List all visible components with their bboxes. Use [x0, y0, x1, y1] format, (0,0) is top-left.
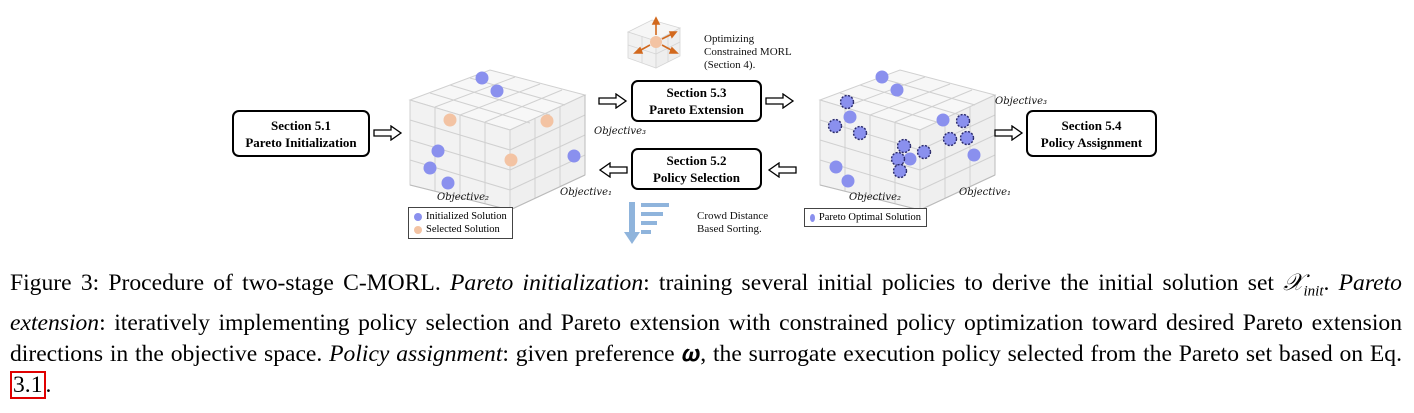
pareto-optimal-point — [827, 118, 843, 134]
initialized-point — [829, 160, 843, 174]
caption-text: : training several initial policies to d… — [643, 270, 1284, 296]
right-axis-objective-1: Objective₁ — [959, 187, 1012, 198]
crowd-distance-note: Crowd Distance Based Sorting. — [697, 210, 768, 236]
pareto-extension-title: Pareto Extension — [649, 102, 744, 117]
pareto-optimal-point — [896, 138, 912, 154]
right-axis-objective-2: Objective₂ — [849, 192, 902, 203]
initialized-point — [431, 144, 445, 158]
initialized-point — [903, 152, 917, 166]
pareto-legend-marker — [810, 213, 815, 222]
policy-selection-box: Section 5.2 Policy Selection — [631, 148, 762, 190]
arrow-right-icon — [765, 93, 795, 109]
initialized-point — [490, 84, 504, 98]
caption-math-omega: 𝝎 — [681, 340, 701, 367]
pareto-set-3d-plot — [818, 69, 997, 211]
sorting-icon — [624, 202, 669, 244]
initialized-point — [475, 71, 489, 85]
arrow-left-icon — [767, 162, 797, 178]
selected-legend-marker — [414, 225, 422, 234]
arrow-right-icon — [994, 125, 1024, 141]
policy-selection-title: Policy Selection — [652, 170, 740, 185]
crowd-distance-note-line: Based Sorting. — [697, 223, 762, 235]
initialized-point — [567, 149, 581, 163]
policy-assignment-title: Policy Assignment — [1040, 134, 1143, 150]
selected-point — [504, 153, 518, 167]
initialized-point — [843, 110, 857, 124]
caption-term-policy-assignment: Policy assignment — [329, 340, 503, 367]
initialized-point — [875, 70, 889, 84]
initialized-point — [423, 161, 437, 175]
initialized-point — [967, 148, 981, 162]
pareto-initialization-title: Pareto Initialization — [245, 134, 357, 150]
caption-math-x-init: 𝒳init — [1283, 270, 1324, 300]
optimization-note-line: Constrained MORL — [704, 46, 792, 58]
arrow-right-icon — [598, 93, 628, 109]
selected-point — [443, 113, 457, 127]
initialized-point — [441, 176, 455, 190]
caption-text: . — [45, 371, 52, 398]
caption-text: : given preference — [502, 340, 682, 367]
optimization-cube-icon — [626, 16, 682, 69]
right-plot-legend: Pareto Optimal Solution — [804, 208, 927, 227]
pareto-optimal-point — [916, 144, 932, 160]
pareto-initialization-box: Section 5.1 Pareto Initialization — [232, 110, 370, 157]
initialized-point — [890, 83, 904, 97]
legend-selected-row: Selected Solution — [414, 223, 507, 236]
figure-3-diagram: Objective₃ Objective₁ Objective₂ — [232, 16, 1157, 244]
pareto-extension-box: Section 5.3 Pareto Extension — [631, 80, 762, 122]
policy-assignment-section: Section 5.4 — [1061, 117, 1122, 133]
caption-text: : iteratively implementing policy select… — [10, 309, 1402, 367]
equation-reference-link[interactable]: 3.1 — [10, 370, 46, 399]
right-axis-objective-3: Objective₃ — [995, 96, 1048, 107]
pareto-optimal-point — [892, 163, 908, 179]
caption-term-pareto-initialization: Pareto initialization — [449, 270, 644, 296]
arrow-left-icon — [598, 162, 628, 178]
caption-text: . — [1323, 270, 1339, 296]
initial-solution-3d-plot — [408, 69, 587, 211]
left-axis-objective-3: Objective₃ — [594, 126, 647, 137]
pareto-optimal-point — [852, 125, 868, 141]
left-axis-objective-1: Objective₁ — [560, 187, 613, 198]
legend-initialized-row: Initialized Solution — [414, 210, 507, 223]
figure-caption: Figure 3: Procedure of two-stage C-MORL.… — [10, 268, 1402, 401]
initialized-point — [936, 113, 950, 127]
legend-pareto-row: Pareto Optimal Solution — [810, 211, 921, 224]
pareto-optimal-point — [942, 131, 958, 147]
caption-label: Figure 3: Procedure of two-stage C-MORL. — [10, 270, 450, 296]
pareto-optimal-point — [959, 130, 975, 146]
left-axis-objective-2: Objective₂ — [437, 192, 490, 203]
pareto-extension-section: Section 5.3 — [666, 85, 727, 100]
policy-selection-section: Section 5.2 — [666, 153, 727, 168]
legend-selected-label: Selected Solution — [426, 224, 500, 235]
pareto-optimal-point — [955, 113, 971, 129]
legend-initialized-label: Initialized Solution — [426, 211, 507, 222]
initialized-point — [841, 174, 855, 188]
optimization-note-line: Optimizing — [704, 33, 755, 45]
legend-pareto-label: Pareto Optimal Solution — [818, 212, 921, 223]
initialized-legend-marker — [414, 212, 422, 221]
optimization-note-line: (Section 4). — [704, 59, 756, 71]
pareto-optimal-point — [890, 151, 906, 167]
pareto-optimal-point — [839, 94, 855, 110]
pareto-initialization-section: Section 5.1 — [271, 117, 331, 133]
policy-assignment-box: Section 5.4 Policy Assignment — [1026, 110, 1157, 157]
selected-point — [540, 114, 554, 128]
arrow-right-icon — [373, 125, 403, 141]
left-plot-legend: Initialized Solution Selected Solution — [408, 207, 513, 239]
optimization-note: Optimizing Constrained MORL (Section 4). — [704, 33, 792, 72]
caption-text: , the surrogate execution policy selecte… — [700, 340, 1402, 367]
crowd-distance-note-line: Crowd Distance — [697, 210, 769, 222]
caption-term-pareto-extension: Pareto extension — [10, 270, 1402, 336]
